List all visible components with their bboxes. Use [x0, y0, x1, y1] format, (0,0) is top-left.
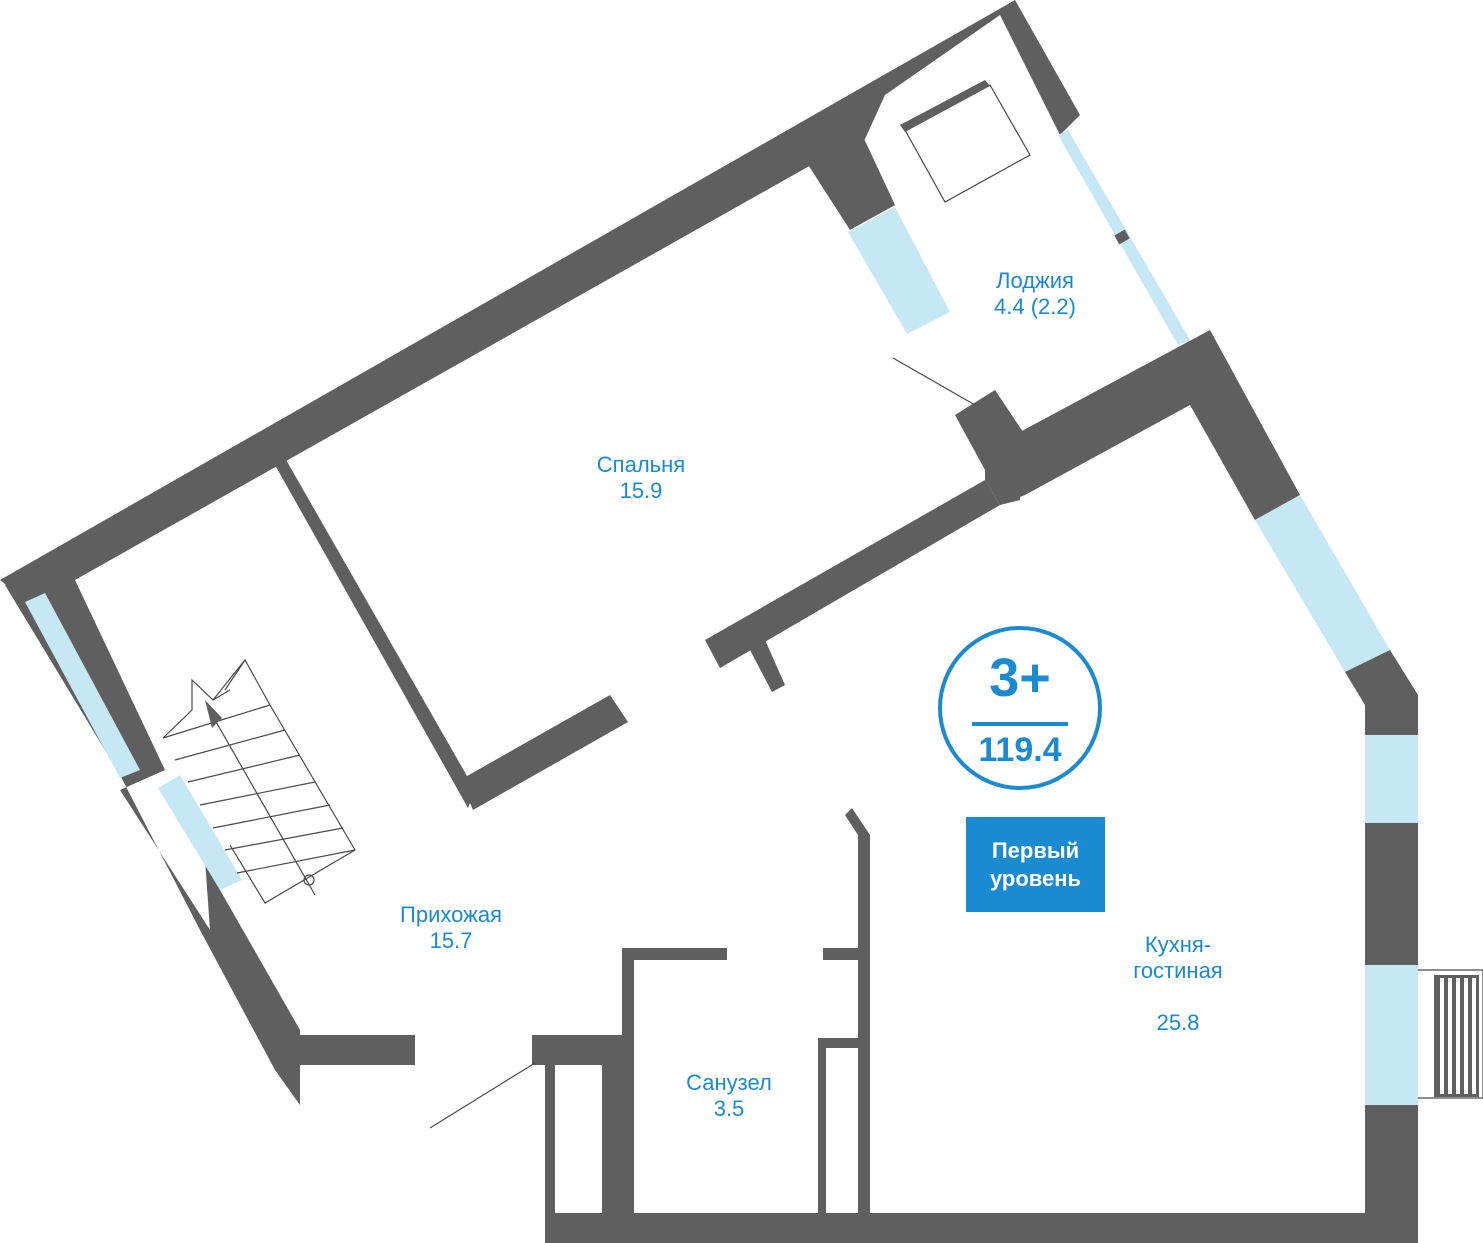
bedroom-door-jamb [750, 640, 785, 692]
kitchen-partition [845, 808, 870, 1215]
room-name: Спальня [596, 452, 686, 477]
closet-wall-left [545, 1065, 555, 1215]
level-tag: Первый уровень [966, 817, 1105, 912]
bathroom-wall-left [622, 948, 634, 1218]
loggia-door-swing [892, 357, 976, 406]
room-area: 4.4 (2.2) [994, 294, 1076, 319]
room-name: Лоджия [996, 268, 1074, 293]
loggia-appliance [900, 80, 1031, 203]
bedroom-wall-bottom-left [460, 695, 628, 810]
outer-wall-bottom [545, 1213, 1418, 1243]
badge-rooms: 3+ [989, 648, 1051, 708]
bedroom-wall-bottom [705, 480, 1000, 668]
badge-total-area: 119.4 [978, 731, 1062, 769]
bedroom-wall-left [275, 458, 475, 808]
kitchen-wall-right-1 [1365, 823, 1418, 965]
kitchen-window-diagonal [1255, 495, 1390, 672]
staircase [162, 658, 356, 904]
kitchen-wall-corner [1345, 650, 1418, 735]
room-area: 25.8 [1156, 1010, 1200, 1035]
kitchen-window-right-2 [1365, 965, 1418, 1105]
kitchen-window-right-1 [1365, 735, 1418, 823]
loggia-post [1114, 229, 1130, 245]
left-window-2 [158, 775, 242, 890]
room-label-hallway: Прихожая 15.7 [400, 902, 502, 954]
room-label-bathroom: Санузел 3.5 [686, 1070, 772, 1122]
kitchen-wall-top [1000, 330, 1300, 520]
room-label-bedroom: Спальня 15.9 [597, 452, 685, 504]
room-area: 15.7 [429, 928, 473, 953]
bathroom-wall-top-left [532, 1035, 632, 1065]
left-window [25, 593, 140, 778]
loggia-wall-left [805, 130, 895, 230]
room-area: 3.5 [713, 1096, 745, 1121]
room-name: Кухня- гостиная [1133, 932, 1223, 983]
bathroom-wall-top-right [823, 948, 863, 960]
entry-door-swing [429, 1062, 536, 1129]
badge-divider [972, 722, 1068, 726]
loggia-window-inner [848, 207, 950, 334]
outer-wall-top [0, 0, 1080, 600]
hallway-wall-bottom [300, 1035, 415, 1065]
apartment-badge: 3+ 119.4 [938, 626, 1102, 790]
room-name: Санузел [686, 1070, 772, 1095]
room-name: Прихожая [400, 902, 502, 927]
exterior-steps [1418, 969, 1483, 1099]
closet2-wall-left [818, 1038, 826, 1216]
room-label-kitchen: Кухня- гостиная 25.8 [1133, 906, 1222, 1062]
room-area: 15.9 [619, 478, 663, 503]
closet2-wall [818, 1038, 860, 1048]
bathroom-wall-top [622, 948, 727, 960]
room-label-loggia: Лоджия 4.4 (2.2) [994, 268, 1076, 320]
